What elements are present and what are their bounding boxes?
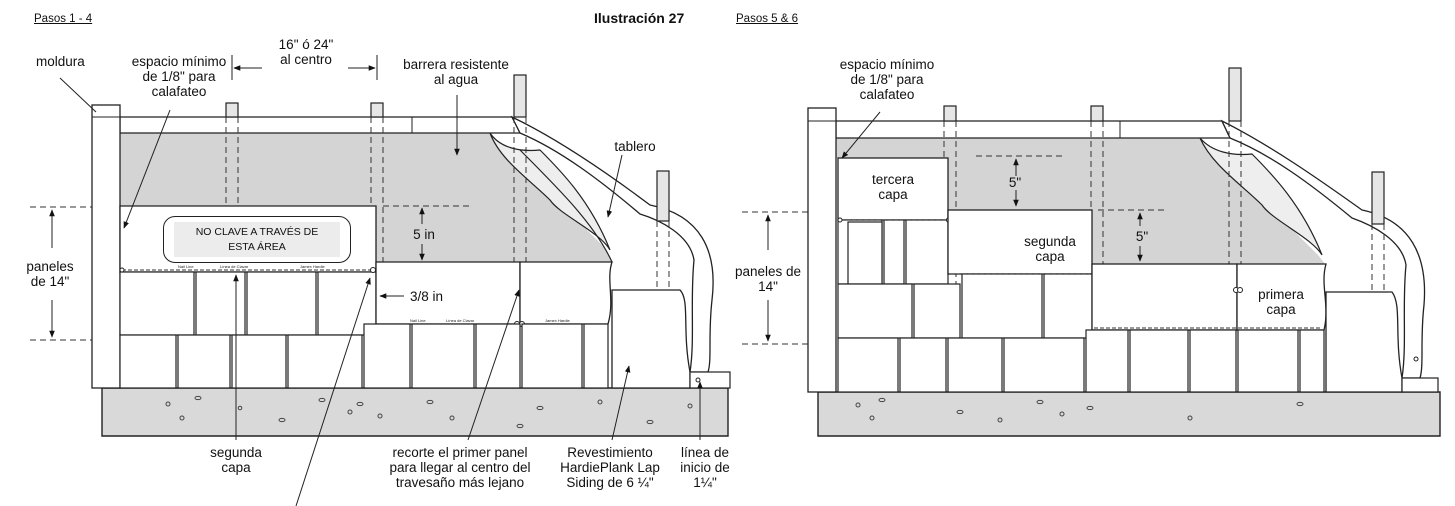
third-course-label: tercera capa [871,172,915,202]
no-nail-notice-line-1: NO CLAVE A TRAVÉS DE [195,226,319,238]
figure-title: Ilustración 27 [594,10,685,26]
right-trim-board [807,107,837,393]
cut-panel-label: recorte el primer panel para llegar al c… [389,445,531,490]
caulk-gap-label-left: espacio mínimo de 1/8" para calafateo [131,54,227,99]
trim-label: moldura [36,54,85,69]
first-course-label: primera capa [1258,287,1304,317]
second-course-label-left: segunda capa [210,445,262,475]
sheathing-label: tablero [614,139,656,154]
water-barrier-label: barrera resistente al agua [403,57,509,87]
spacing-3-8in-label: 3/8 in [410,289,444,304]
left-diagram: Nail Line Línea de Clavar Jamex Hardie N… [30,55,731,506]
left-trim-board [91,104,121,389]
spacing-top-label: 5" [1008,175,1022,190]
caulk-gap-label-right: espacio mínimo de 1/8" para calafateo [839,57,935,102]
svg-text:Jamex Hardie: Jamex Hardie [300,264,325,269]
svg-text:Línea de Clavar: Línea de Clavar [446,318,475,323]
svg-text:Línea de Clavar: Línea de Clavar [220,264,249,269]
starter-line-label: línea de inicio de 1¼" [680,445,730,490]
left-foundation [101,387,729,437]
no-nail-notice-line-2: ESTA ÁREA [228,241,286,253]
svg-text:Nail Line: Nail Line [410,318,426,323]
second-course-label-right: segunda capa [1024,234,1076,264]
spacing-mid-label: 5" [1135,229,1149,244]
steps-1-4-label: Pasos 1 - 4 [34,13,93,25]
steps-5-6-label: Pasos 5 & 6 [736,13,799,25]
svg-text:Jamex Hardie: Jamex Hardie [545,318,570,323]
panels-14-label-left: paneles de 14" [26,259,74,289]
left-water-barrier [120,133,612,262]
right-foundation [817,391,1441,437]
siding-product-label: Revestimiento HardiePlank Lap Siding de … [560,445,660,490]
no-nail-notice: NO CLAVE A TRAVÉS DE ESTA ÁREA [163,216,351,263]
right-water-barrier [836,138,1325,264]
spacing-5in-label: 5 in [413,227,435,242]
right-diagram [742,67,1441,437]
svg-text:Nail Line: Nail Line [178,264,194,269]
panels-14-label-right: paneles de 14" [734,264,802,294]
stud-spacing-label: 16" ó 24" al centro [278,37,334,67]
